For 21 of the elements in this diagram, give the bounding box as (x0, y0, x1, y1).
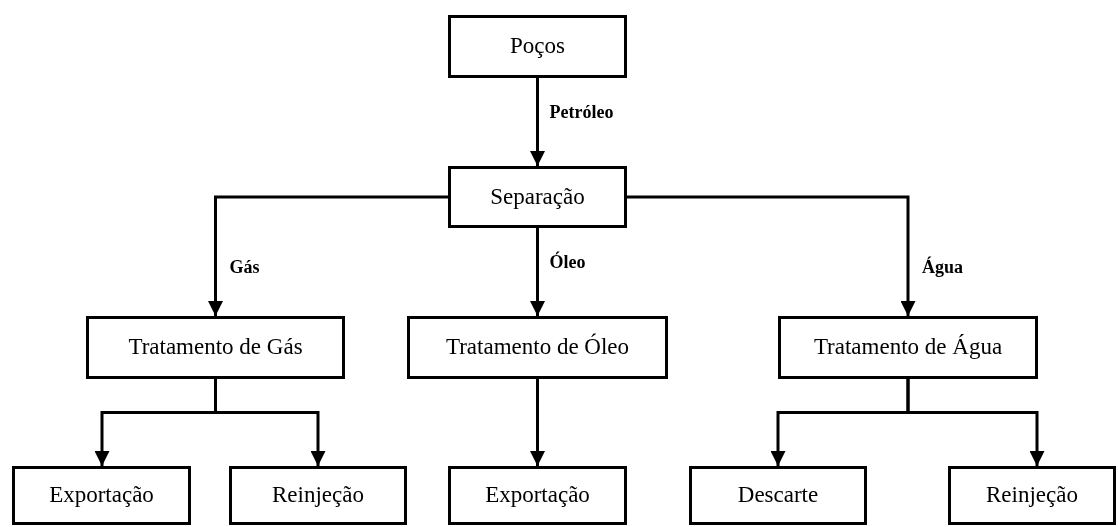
process-box: Exportação (12, 466, 191, 525)
process-box: Tratamento de Gás (86, 316, 345, 379)
process-box: Tratamento de Óleo (407, 316, 668, 379)
process-box: Descarte (689, 466, 867, 525)
process-box: Reinjeção (229, 466, 407, 525)
arrow (906, 379, 1045, 466)
process-box: Reinjeção (948, 466, 1116, 525)
process-box: Poços (448, 15, 627, 78)
arrow (530, 228, 545, 316)
edge-label: Água (920, 257, 965, 276)
arrow (530, 379, 545, 466)
process-box: Exportação (448, 466, 627, 525)
edge-label: Gás (227, 257, 262, 276)
process-box: Separação (448, 166, 627, 228)
arrow (530, 78, 545, 166)
arrow (208, 195, 448, 316)
process-box: Tratamento de Água (778, 316, 1038, 379)
arrow (214, 379, 326, 466)
edge-label: Petróleo (547, 103, 616, 121)
edge-label: Óleo (547, 253, 588, 271)
arrow (627, 195, 916, 316)
